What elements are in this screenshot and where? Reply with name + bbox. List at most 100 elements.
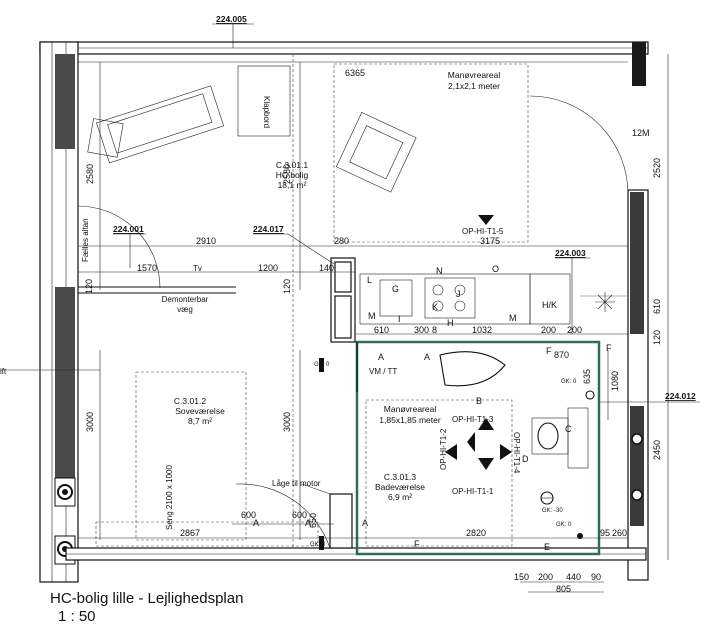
sofa — [96, 85, 224, 164]
label-ift: ift — [0, 367, 7, 376]
plan-scale: 1 : 50 — [58, 608, 96, 625]
marker-op-t1-4 — [500, 444, 512, 460]
label-laage: Låge til motor — [272, 479, 321, 488]
dim-1032: 1032 — [472, 325, 492, 335]
letter-f-2: F — [414, 539, 420, 549]
label-manoevre-bath-size: 1,85x1,85 meter — [379, 415, 441, 425]
dim-3175: 3175 — [480, 236, 500, 246]
dim-140: 140 — [319, 263, 334, 273]
dim-600-a: 600 — [241, 510, 256, 520]
label-manoevre-bath: Manøvreareal — [384, 404, 437, 414]
door-swing-altan — [77, 205, 161, 289]
label-manoevre-top-size: 2,1x2,1 meter — [448, 81, 500, 91]
dim-650: 650 — [308, 513, 318, 528]
dim-95: 95 — [600, 528, 610, 538]
dim-1200: 1200 — [258, 263, 278, 273]
letter-f-3: F — [606, 343, 612, 353]
dim-805: 805 — [556, 584, 571, 594]
room-hc-area: 18,1 m² — [278, 180, 307, 190]
label-gk0-d: GK: 0 — [556, 522, 572, 528]
dim-3000-left: 3000 — [85, 412, 95, 432]
label-vm-tt: VM / TT — [369, 367, 397, 376]
dim-2580-left: 2580 — [85, 164, 95, 184]
dim-12m: 12M — [632, 128, 650, 138]
door-swing-bedroom — [235, 483, 331, 549]
letter-c: C — [565, 424, 572, 434]
letter-d: D — [522, 454, 529, 464]
hob — [424, 277, 476, 319]
label-gk-30: GK: -30 — [542, 508, 563, 514]
top-right-column — [632, 42, 646, 86]
label-gk0-a: GK: 0 — [314, 362, 330, 368]
dim-635: 635 — [582, 369, 592, 384]
sink — [379, 279, 413, 317]
fridge-hk — [529, 273, 571, 325]
letter-o: O — [492, 264, 499, 274]
dim-200-a: 200 — [541, 325, 556, 335]
bathroom-boundary — [355, 340, 601, 556]
dim-2820: 2820 — [466, 528, 486, 538]
room-sove-code: C.3.01.2 — [174, 396, 206, 406]
dim-120-right: 120 — [652, 330, 662, 345]
dim-2867: 2867 — [180, 528, 200, 538]
window-frame-mid-left — [55, 287, 75, 487]
dim-610-right: 610 — [652, 299, 662, 314]
dimension-lines — [0, 23, 700, 593]
letter-e: E — [544, 542, 550, 552]
room-bad-code: C.3.01.3 — [384, 472, 416, 482]
marker-op-t1-5 — [478, 215, 494, 225]
letter-l: L — [367, 275, 372, 285]
room-bad-area: 6,9 m² — [388, 492, 412, 502]
marker-op-t1-3 — [478, 418, 494, 430]
room-hc-name: HC bolig — [276, 170, 309, 180]
label-faelles-altan: Fælles altan — [81, 218, 90, 262]
label-manoevre-top: Manøvreareal — [448, 70, 501, 80]
plan-text: 224.005 224.001 224.017 224.003 224.012 … — [0, 14, 696, 594]
label-op-t1-1: OP-HI-T1-1 — [452, 487, 494, 496]
label-hk: H/K — [542, 300, 557, 310]
label-vaeg: væg — [177, 305, 193, 314]
dim-90: 90 — [591, 572, 601, 582]
room-sove-area: 8,7 m² — [188, 416, 212, 426]
letter-m-2: M — [509, 313, 517, 323]
marker-op-t1-1 — [478, 458, 494, 470]
letter-i: I — [398, 314, 401, 324]
ref-224-017: 224.017 — [253, 224, 284, 234]
letter-j: J — [456, 289, 461, 299]
label-op-t1-3: OP-HI-T1-3 — [452, 415, 494, 424]
door-swing-top-right — [529, 95, 629, 195]
dim-6365: 6365 — [345, 68, 365, 78]
dim-2520: 2520 — [652, 158, 662, 178]
letter-a-3: A — [253, 518, 259, 528]
toilet-bowl — [537, 422, 559, 450]
bed — [135, 371, 247, 541]
label-op-t1-5: OP-HI-T1-5 — [462, 227, 504, 236]
label-gk0-c: GK: 0 — [310, 542, 326, 548]
dim-8: 8 — [432, 325, 437, 335]
letter-g: G — [392, 284, 399, 294]
label-demonterbar: Demonterbar — [162, 295, 209, 304]
marker-op-t1-2 — [467, 432, 475, 452]
dim-260: 260 — [612, 528, 627, 538]
right-window-frame-2 — [630, 406, 644, 526]
dim-440: 440 — [566, 572, 581, 582]
letter-a-5: A — [362, 518, 368, 528]
room-sove-name: Soveværelse — [175, 406, 225, 416]
manoevre-area-top — [333, 63, 529, 243]
window-frame-top-left — [55, 54, 75, 149]
dim-120-left: 120 — [84, 279, 94, 294]
dim-1080: 1080 — [610, 371, 620, 391]
letter-k: K — [432, 302, 438, 312]
klapbord — [237, 65, 291, 137]
dim-280: 280 — [334, 236, 349, 246]
furniture — [87, 54, 615, 550]
dim-120-mid: 120 — [282, 279, 292, 294]
letter-h: H — [447, 318, 454, 328]
ref-224-012: 224.012 — [665, 391, 696, 401]
dim-600-b: 600 — [292, 510, 307, 520]
letter-n: N — [436, 266, 443, 276]
light-symbol — [595, 292, 615, 312]
letter-a-1: A — [378, 352, 384, 362]
letter-a-4: A — [305, 518, 311, 528]
dim-610: 610 — [374, 325, 389, 335]
